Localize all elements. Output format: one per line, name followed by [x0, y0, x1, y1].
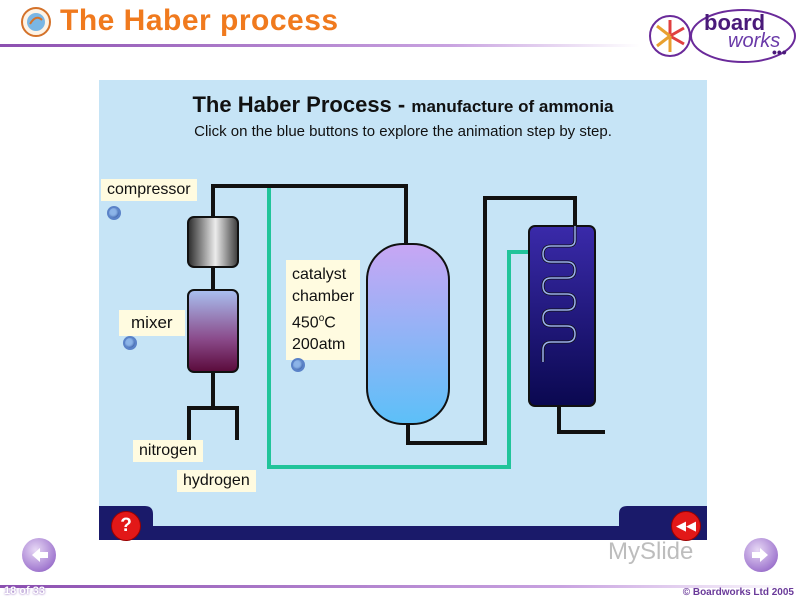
- nitrogen-label: nitrogen: [133, 440, 203, 462]
- step-button-catalyst[interactable]: [291, 358, 305, 372]
- step-button-compressor[interactable]: [107, 206, 121, 220]
- step-button-mixer[interactable]: [123, 336, 137, 350]
- pipe-nitrogen-in: [187, 406, 239, 440]
- footer-divider: [0, 585, 800, 588]
- header-divider: [0, 44, 640, 47]
- next-slide-button[interactable]: [744, 538, 778, 572]
- catalyst-label-pressure: 200atm: [292, 336, 346, 354]
- arrow-right-icon: [752, 548, 768, 562]
- rewind-icon: ◀◀: [676, 518, 696, 533]
- animation-heading-sub: manufacture of ammonia: [411, 97, 614, 116]
- condenser-unit: [528, 225, 596, 407]
- logo-dots: •••: [772, 44, 787, 60]
- logo-text-works: works: [728, 30, 781, 52]
- catalyst-label-line2: chamber: [292, 288, 355, 305]
- slide-number: 18 of 33: [4, 585, 45, 597]
- pipe-condenser-out: [557, 403, 605, 434]
- pipe-chamber-to-condenser: [406, 196, 577, 445]
- boardworks-logo: board works •••: [648, 6, 796, 66]
- recycle-pipe: [267, 188, 539, 469]
- haber-process-diagram: [99, 184, 707, 540]
- catalyst-chamber-label: catalyst chamber 450oC 200atm: [286, 260, 361, 361]
- catalyst-label-line1: catalyst: [292, 266, 347, 283]
- compressor-label: compressor: [101, 179, 197, 201]
- boardworks-badge-icon: [20, 6, 52, 38]
- animation-heading-main: The Haber Process -: [192, 92, 412, 117]
- catalyst-chamber: [366, 243, 450, 425]
- control-bar: [99, 506, 707, 540]
- compressor-unit: [187, 216, 239, 268]
- logo-text-board: board: [704, 10, 766, 35]
- mixer-unit: [187, 289, 239, 373]
- previous-slide-button[interactable]: [22, 538, 56, 572]
- copyright-notice: © Boardworks Ltd 2005: [682, 587, 794, 598]
- hydrogen-label: hydrogen: [177, 470, 256, 492]
- arrow-left-icon: [32, 548, 48, 562]
- animation-panel: The Haber Process - manufacture of ammon…: [99, 80, 707, 541]
- mixer-label: mixer: [119, 310, 185, 336]
- pipe-compressor-to-chamber: [211, 184, 408, 248]
- watermark-text: MySlide: [608, 538, 694, 565]
- animation-instructions: Click on the blue buttons to explore the…: [194, 123, 612, 140]
- animation-heading: The Haber Process - manufacture of ammon…: [99, 92, 707, 118]
- catalyst-label-temperature: 450oC: [292, 313, 336, 332]
- rewind-button[interactable]: ◀◀: [671, 511, 701, 541]
- slide-title: The Haber process: [60, 4, 339, 37]
- help-button[interactable]: ?: [111, 511, 141, 541]
